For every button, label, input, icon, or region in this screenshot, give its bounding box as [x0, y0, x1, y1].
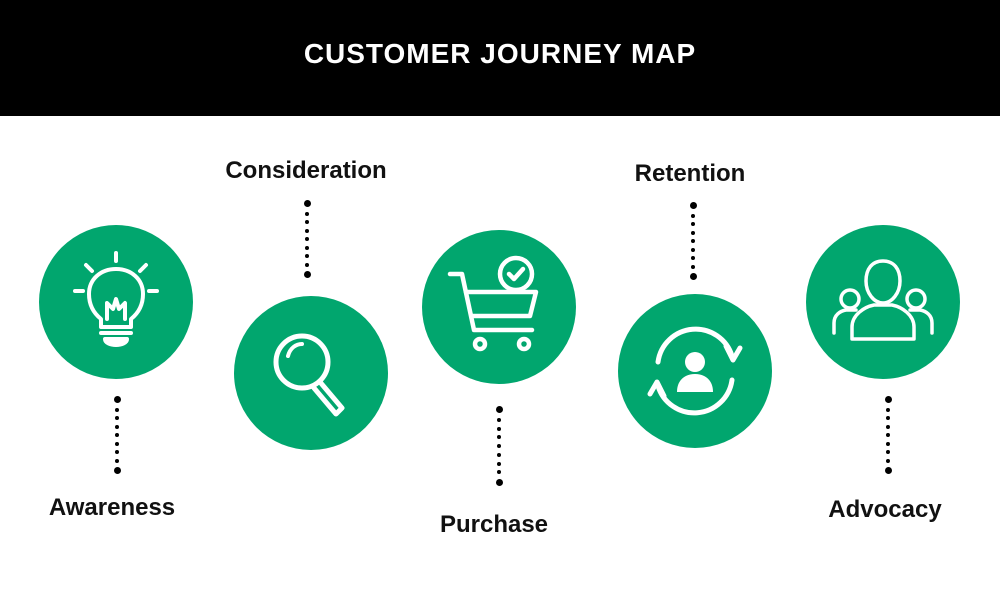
stage-label-consideration: Consideration — [225, 157, 387, 184]
stage-advocacy-circle — [806, 225, 960, 379]
stage-label-awareness: Awareness — [48, 494, 176, 521]
purchase-connector — [495, 406, 503, 486]
consideration-connector — [303, 200, 311, 278]
refresh-user-icon — [647, 326, 743, 416]
shopping-cart-icon — [447, 255, 539, 352]
stage-label-advocacy: Advocacy — [828, 496, 942, 523]
stage-awareness-circle — [39, 225, 193, 379]
magnifier-icon — [273, 333, 345, 417]
awareness-connector — [113, 396, 121, 474]
stage-label-purchase: Purchase — [439, 511, 549, 538]
page-title: CUSTOMER JOURNEY MAP — [303, 38, 697, 69]
header-bar: CUSTOMER JOURNEY MAP — [0, 0, 1000, 116]
user-group-icon — [832, 259, 934, 341]
retention-connector — [689, 202, 697, 280]
lightbulb-icon — [73, 251, 159, 347]
stage-label-retention: Retention — [634, 160, 746, 187]
stage-retention-circle — [618, 294, 772, 448]
advocacy-connector — [884, 396, 892, 474]
stage-purchase-circle — [422, 230, 576, 384]
stage-consideration-circle — [234, 296, 388, 450]
